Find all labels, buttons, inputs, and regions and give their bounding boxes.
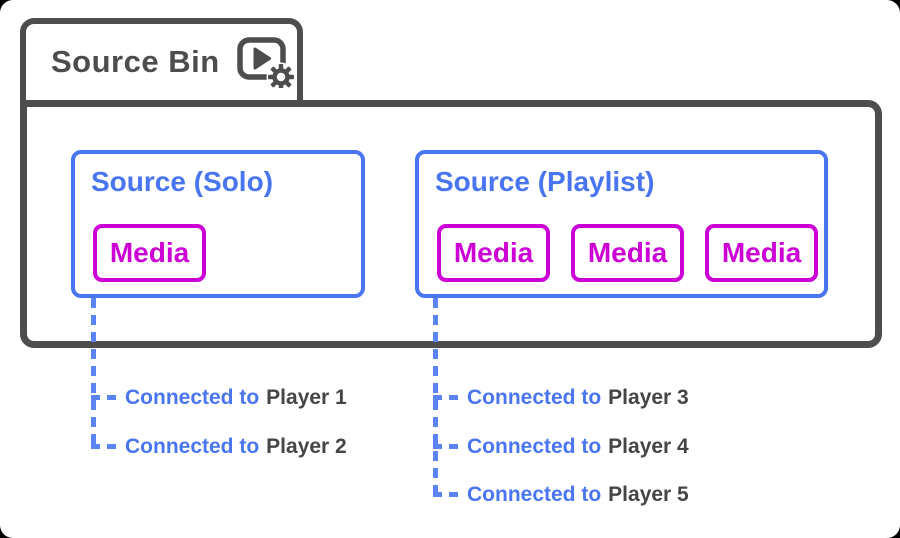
source-playlist-title: Source (Playlist) [435,166,655,197]
connection-target: Player 5 [608,483,689,506]
connection-label: Connected to Player 5 [467,481,689,509]
connection-label-prefix: Connected to [467,435,602,458]
media-box: Media [705,224,818,282]
connector-elbow [433,444,462,449]
media-box: Media [571,224,684,282]
connection-label: Connected to Player 1 [125,384,347,412]
media-player-gear-icon [235,36,295,88]
playlist-media-row: Media Media Media [435,224,824,282]
connection-target: Player 2 [266,435,347,458]
media-box: Media [93,224,206,282]
connection-label-prefix: Connected to [125,386,260,409]
source-playlist-box: Source (Playlist) Media Media Media [415,150,828,298]
connection-target: Player 1 [266,386,347,409]
source-bin-tab: Source Bin [20,18,303,100]
source-solo-box: Source (Solo) Media [71,150,365,298]
solo-media-row: Media [91,224,361,282]
connection-target: Player 3 [608,386,689,409]
media-box: Media [437,224,550,282]
connection-label: Connected to Player 4 [467,433,689,461]
connection-target: Player 4 [608,435,689,458]
connection-label: Connected to Player 2 [125,433,347,461]
solo-connector-line [91,298,96,450]
connection-label: Connected to Player 3 [467,384,689,412]
source-solo-title: Source (Solo) [91,166,274,197]
connector-elbow [433,395,462,400]
connector-elbow [433,492,462,497]
connection-label-prefix: Connected to [467,483,602,506]
source-bin-title: Source Bin [51,44,220,79]
connection-label-prefix: Connected to [467,386,602,409]
connection-label-prefix: Connected to [125,435,260,458]
connector-elbow [91,444,120,449]
connector-elbow [91,395,120,400]
